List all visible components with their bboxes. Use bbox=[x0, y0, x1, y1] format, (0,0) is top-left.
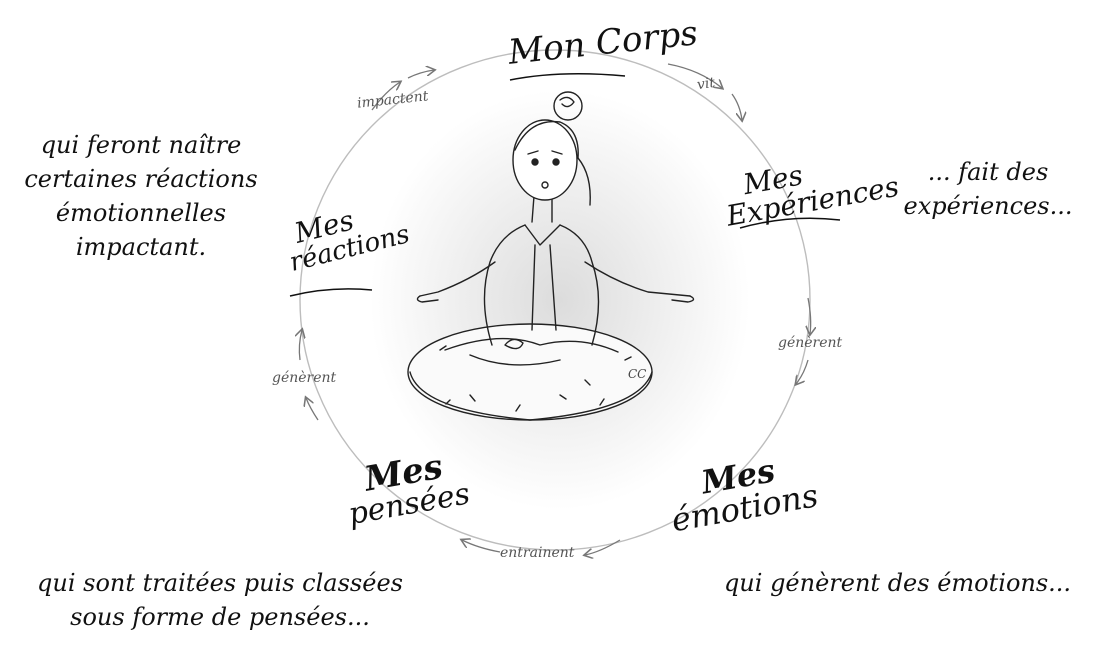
arrow-label-generent-left: génèrent bbox=[272, 370, 337, 386]
meditating-woman-illustration: CC bbox=[407, 91, 695, 421]
arrow-generent-left-bottom bbox=[306, 398, 319, 421]
cycle-circle bbox=[299, 49, 811, 551]
signature: CC bbox=[628, 367, 646, 381]
caption-right-line-1: ... fait des bbox=[927, 158, 1049, 186]
caption-bottom-left-line-1: qui sont traitées puis classées bbox=[37, 569, 403, 597]
caption-left-line-2: certaines réactions bbox=[24, 165, 258, 193]
caption-bottom-left-line-2: sous forme de pensées... bbox=[70, 603, 370, 631]
arrow-vit bbox=[667, 63, 722, 88]
caption-bottom-right-line-1: qui génèrent des émotions... bbox=[723, 569, 1072, 597]
caption-left-line-3: émotionnelles bbox=[55, 199, 227, 227]
arrow-vit-2 bbox=[731, 93, 742, 120]
reactions-underline bbox=[289, 288, 373, 297]
caption-right: ... fait des expériences... bbox=[888, 155, 1088, 223]
caption-bottom-right: qui génèrent des émotions... bbox=[700, 566, 1095, 600]
arrow-entrainent-right bbox=[585, 539, 621, 555]
corps-underline bbox=[509, 73, 626, 81]
arrow-generent-right-bottom bbox=[796, 359, 809, 384]
caption-left-line-1: qui feront naître bbox=[40, 131, 242, 159]
arrow-label-entrainent: entrainent bbox=[500, 545, 575, 561]
caption-right-line-2: expériences... bbox=[903, 192, 1073, 220]
arrow-impactent-left bbox=[371, 82, 400, 111]
caption-left-line-4: impactant. bbox=[75, 233, 207, 261]
arrow-impactent-right bbox=[407, 70, 434, 79]
arrow-generent-right-top bbox=[808, 297, 811, 334]
arrow-generent-left-top bbox=[299, 330, 302, 361]
caption-left: qui feront naître certaines réactions ém… bbox=[6, 128, 276, 264]
experiences-underline bbox=[739, 217, 841, 229]
arrow-label-generent-right: génèrent bbox=[778, 335, 843, 351]
arrow-entrainent-left bbox=[462, 540, 501, 553]
arrow-label-vit: vit bbox=[695, 74, 717, 94]
caption-bottom-left: qui sont traitées puis classées sous for… bbox=[0, 566, 440, 634]
